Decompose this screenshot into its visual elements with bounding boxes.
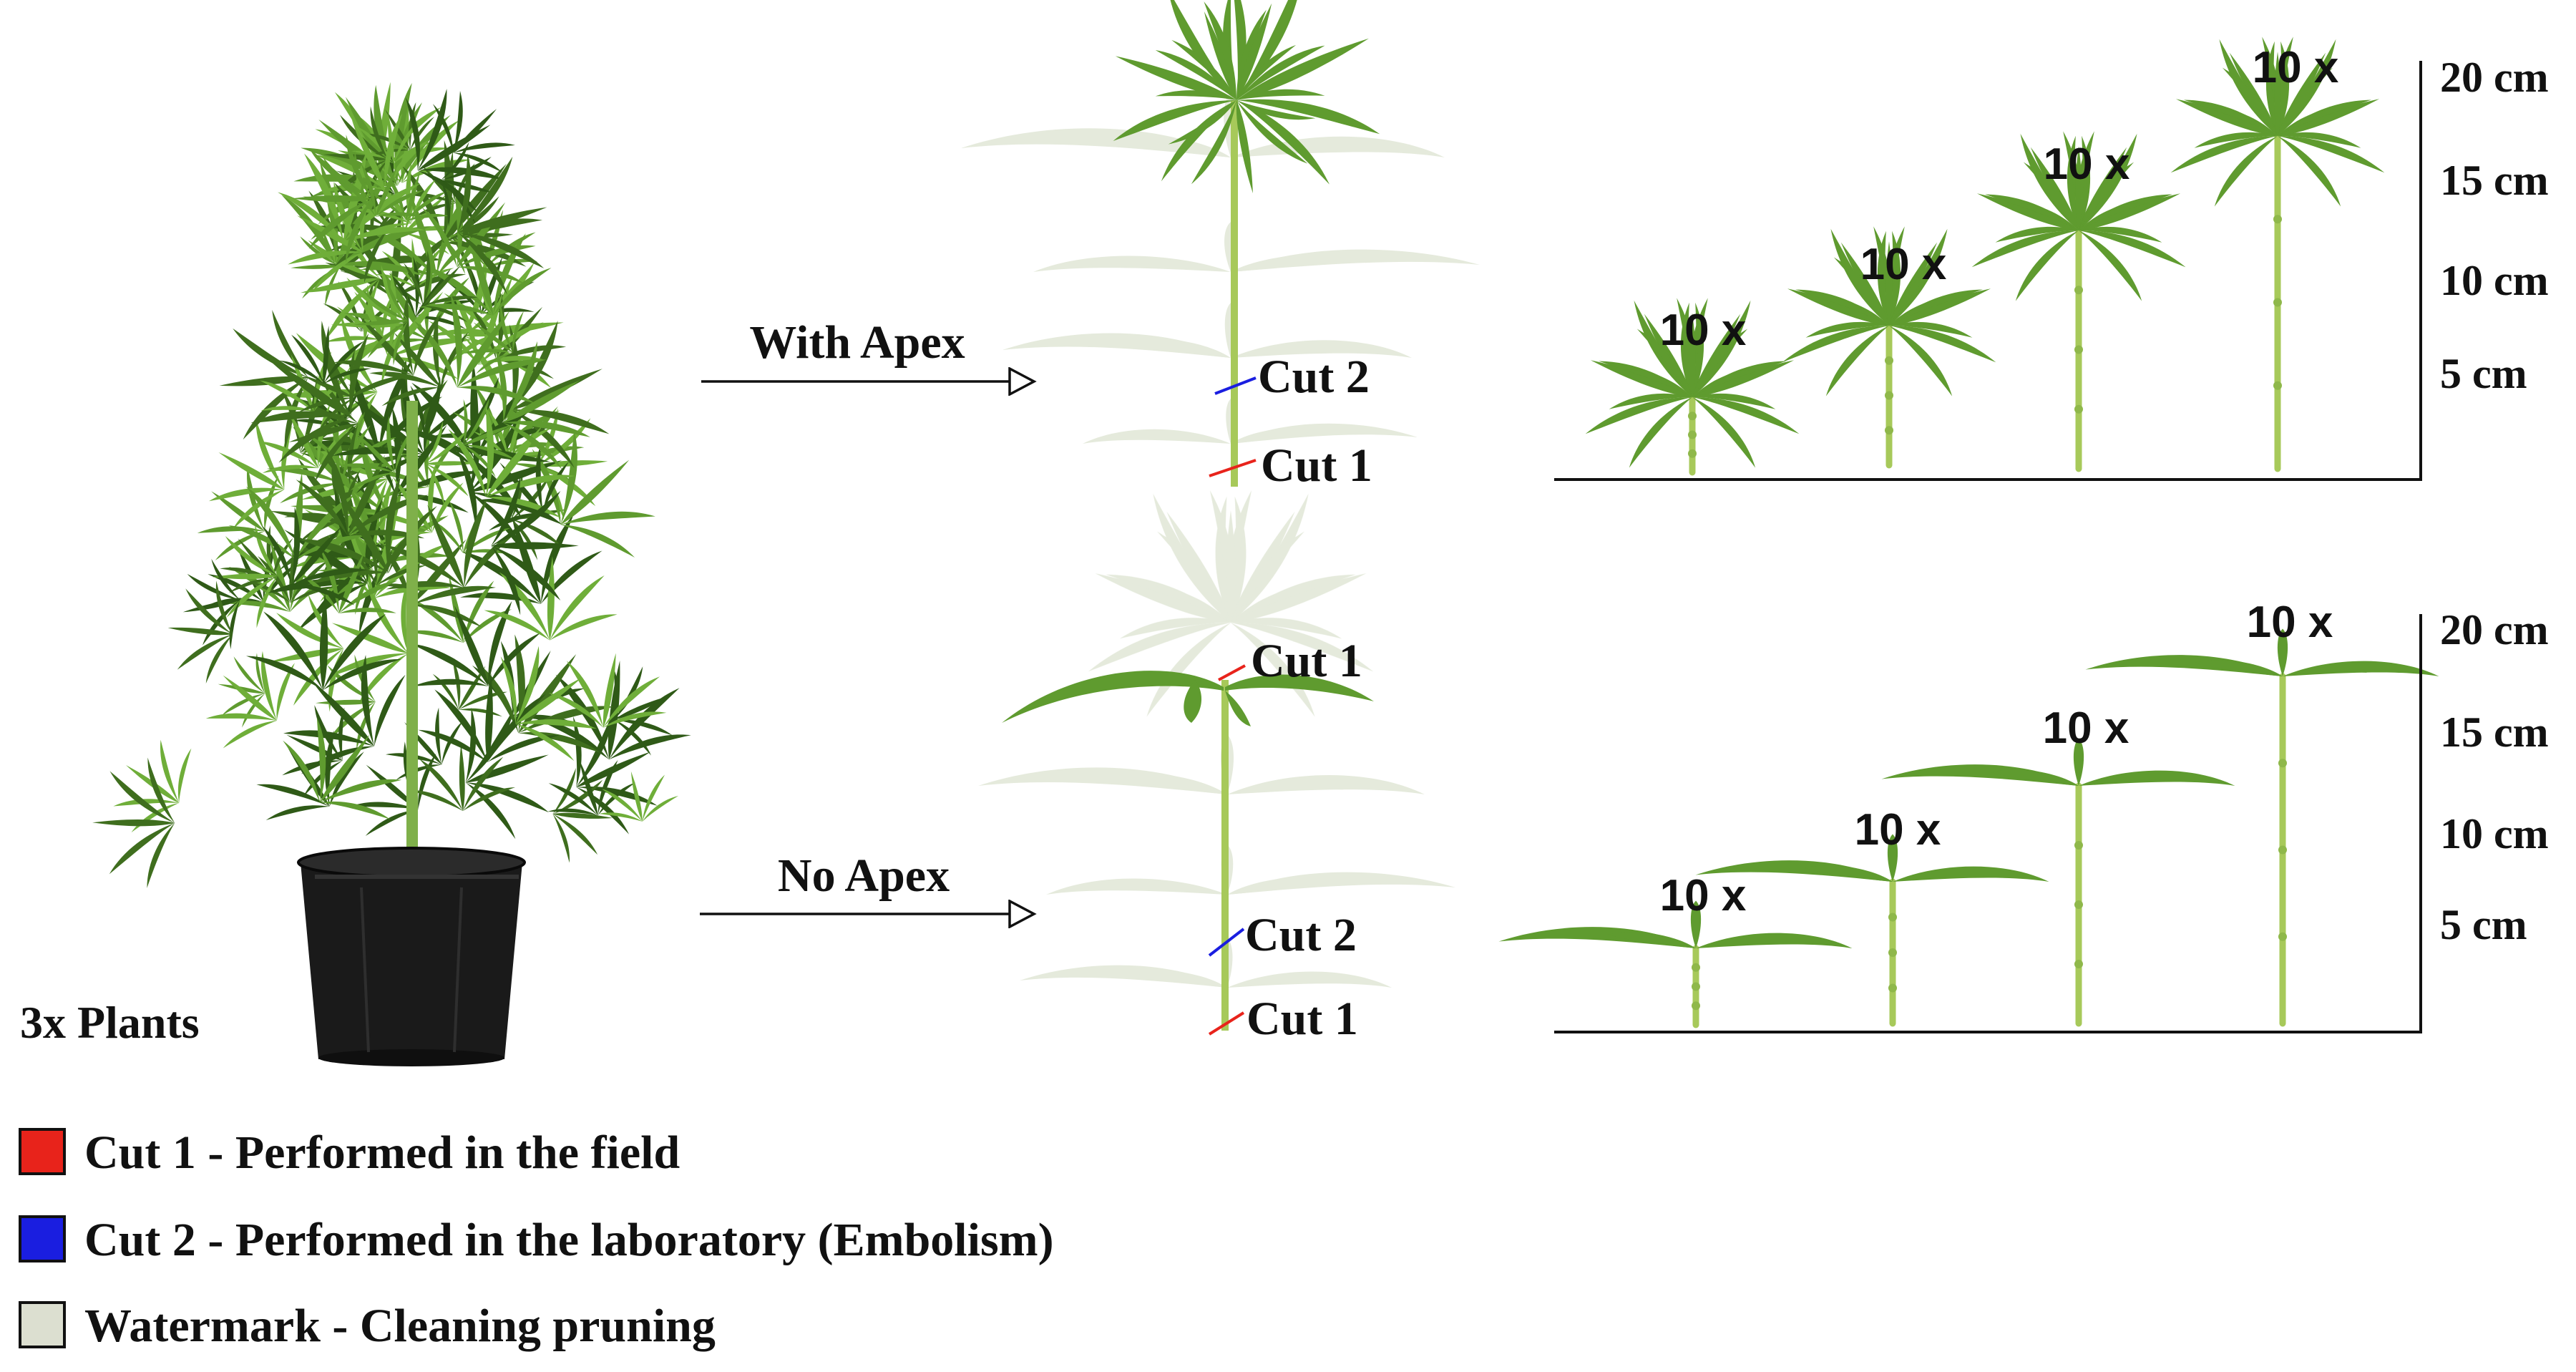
with-apex-cuttings-panel: 10 x 10 x 10 x 10 x 20 cm 15 cm 10 cm 5 …	[1554, 14, 2549, 481]
legend-item-cut-1: Cut 1 - Performed in the field	[19, 1127, 680, 1179]
replicate-label: 10 x	[2253, 43, 2339, 92]
branch-leaves	[1002, 671, 1374, 726]
cut-1-label: Cut 1	[1261, 439, 1372, 492]
height-tick-label: 15 cm	[2440, 157, 2549, 204]
legend-label-cut-2: Cut 2 - Performed in the laboratory (Emb…	[84, 1214, 1054, 1266]
height-tick-label: 10 cm	[2440, 810, 2549, 857]
apex-leaves	[1080, 0, 1418, 207]
mother-plant-leaf	[162, 576, 238, 686]
mother-plant-leaf	[331, 723, 454, 851]
legend-swatch-cut-2	[19, 1215, 66, 1262]
replicate-label: 10 x	[2043, 704, 2129, 753]
legend: Cut 1 - Performed in the field Cut 2 - P…	[19, 1127, 1054, 1352]
watermark-pruned-leaves	[978, 459, 1455, 988]
height-tick-label: 10 cm	[2440, 257, 2549, 304]
with-apex-arrow: With Apex	[701, 316, 1034, 381]
no-apex-cuttings	[1498, 628, 2439, 1028]
plant-cutting	[2085, 628, 2439, 1027]
replicate-label: 10 x	[1660, 871, 1747, 920]
cut-1-marker	[1209, 459, 1257, 477]
cut-2-marker	[1214, 376, 1257, 395]
no-apex-branch: Cut 1 Cut 2 Cut 1	[978, 459, 1455, 1045]
cut-1-upper-label: Cut 1	[1251, 635, 1362, 687]
height-tick-label: 5 cm	[2440, 901, 2527, 948]
no-apex-arrow: No Apex	[700, 850, 1034, 914]
replicate-label: 10 x	[1860, 240, 1947, 289]
replicate-label: 10 x	[1660, 306, 1747, 355]
mother-plant-stem	[406, 401, 418, 873]
replicate-label: 10 x	[2044, 140, 2130, 189]
cut-1-lower-label: Cut 1	[1246, 993, 1358, 1045]
cut-1-lower-marker	[1208, 1011, 1245, 1036]
legend-label-watermark: Watermark - Cleaning pruning	[84, 1300, 716, 1352]
height-axis	[1554, 614, 2422, 1033]
cut-2-marker	[1208, 928, 1245, 957]
no-apex-label: No Apex	[778, 850, 950, 902]
height-axis	[1554, 61, 2422, 481]
with-apex-cuttings	[1561, 14, 2409, 480]
legend-swatch-cut-1	[19, 1128, 66, 1175]
height-scale-labels: 20 cm 15 cm 10 cm 5 cm	[2440, 606, 2549, 948]
height-scale-labels: 20 cm 15 cm 10 cm 5 cm	[2440, 54, 2549, 397]
legend-swatch-watermark	[19, 1301, 66, 1348]
legend-item-watermark: Watermark - Cleaning pruning	[19, 1300, 716, 1352]
plant-cutting	[1695, 834, 2049, 1027]
legend-label-cut-1: Cut 1 - Performed in the field	[84, 1127, 680, 1179]
plant-pot	[297, 847, 526, 1066]
plant-cutting	[1498, 900, 1853, 1028]
replicate-label: 10 x	[2247, 598, 2333, 647]
no-apex-cuttings-panel: 10 x 10 x 10 x 10 x 20 cm 15 cm 10 cm 5 …	[1498, 598, 2549, 1033]
plant-cutting	[2146, 14, 2409, 472]
plant-cutting	[1947, 108, 2210, 472]
height-tick-label: 5 cm	[2440, 350, 2527, 397]
mother-plant-leaf	[92, 757, 175, 889]
replicate-label: 10 x	[1855, 805, 1941, 855]
plant-cutting	[1757, 203, 2021, 469]
with-apex-branch: Cut 2 Cut 1	[961, 0, 1480, 492]
with-apex-label: With Apex	[749, 316, 965, 369]
replicate-labels: 10 x 10 x 10 x 10 x	[1660, 598, 2333, 920]
cut-1-upper-marker	[1218, 664, 1246, 681]
mother-plant-leaf	[187, 633, 313, 764]
height-tick-label: 20 cm	[2440, 54, 2549, 101]
mother-plant-foliage	[92, 55, 698, 889]
legend-item-cut-2: Cut 2 - Performed in the laboratory (Emb…	[19, 1214, 1054, 1266]
cut-2-label: Cut 2	[1258, 351, 1370, 403]
plant-cutting	[1561, 275, 1824, 480]
plant-cutting	[1881, 738, 2235, 1027]
cut-2-label: Cut 2	[1245, 909, 1357, 961]
mother-plant	[92, 55, 698, 1066]
height-tick-label: 15 cm	[2440, 709, 2549, 756]
replicate-labels: 10 x 10 x 10 x 10 x	[1660, 43, 2339, 355]
height-tick-label: 20 cm	[2440, 606, 2549, 653]
plant-count-label: 3x Plants	[20, 997, 200, 1048]
